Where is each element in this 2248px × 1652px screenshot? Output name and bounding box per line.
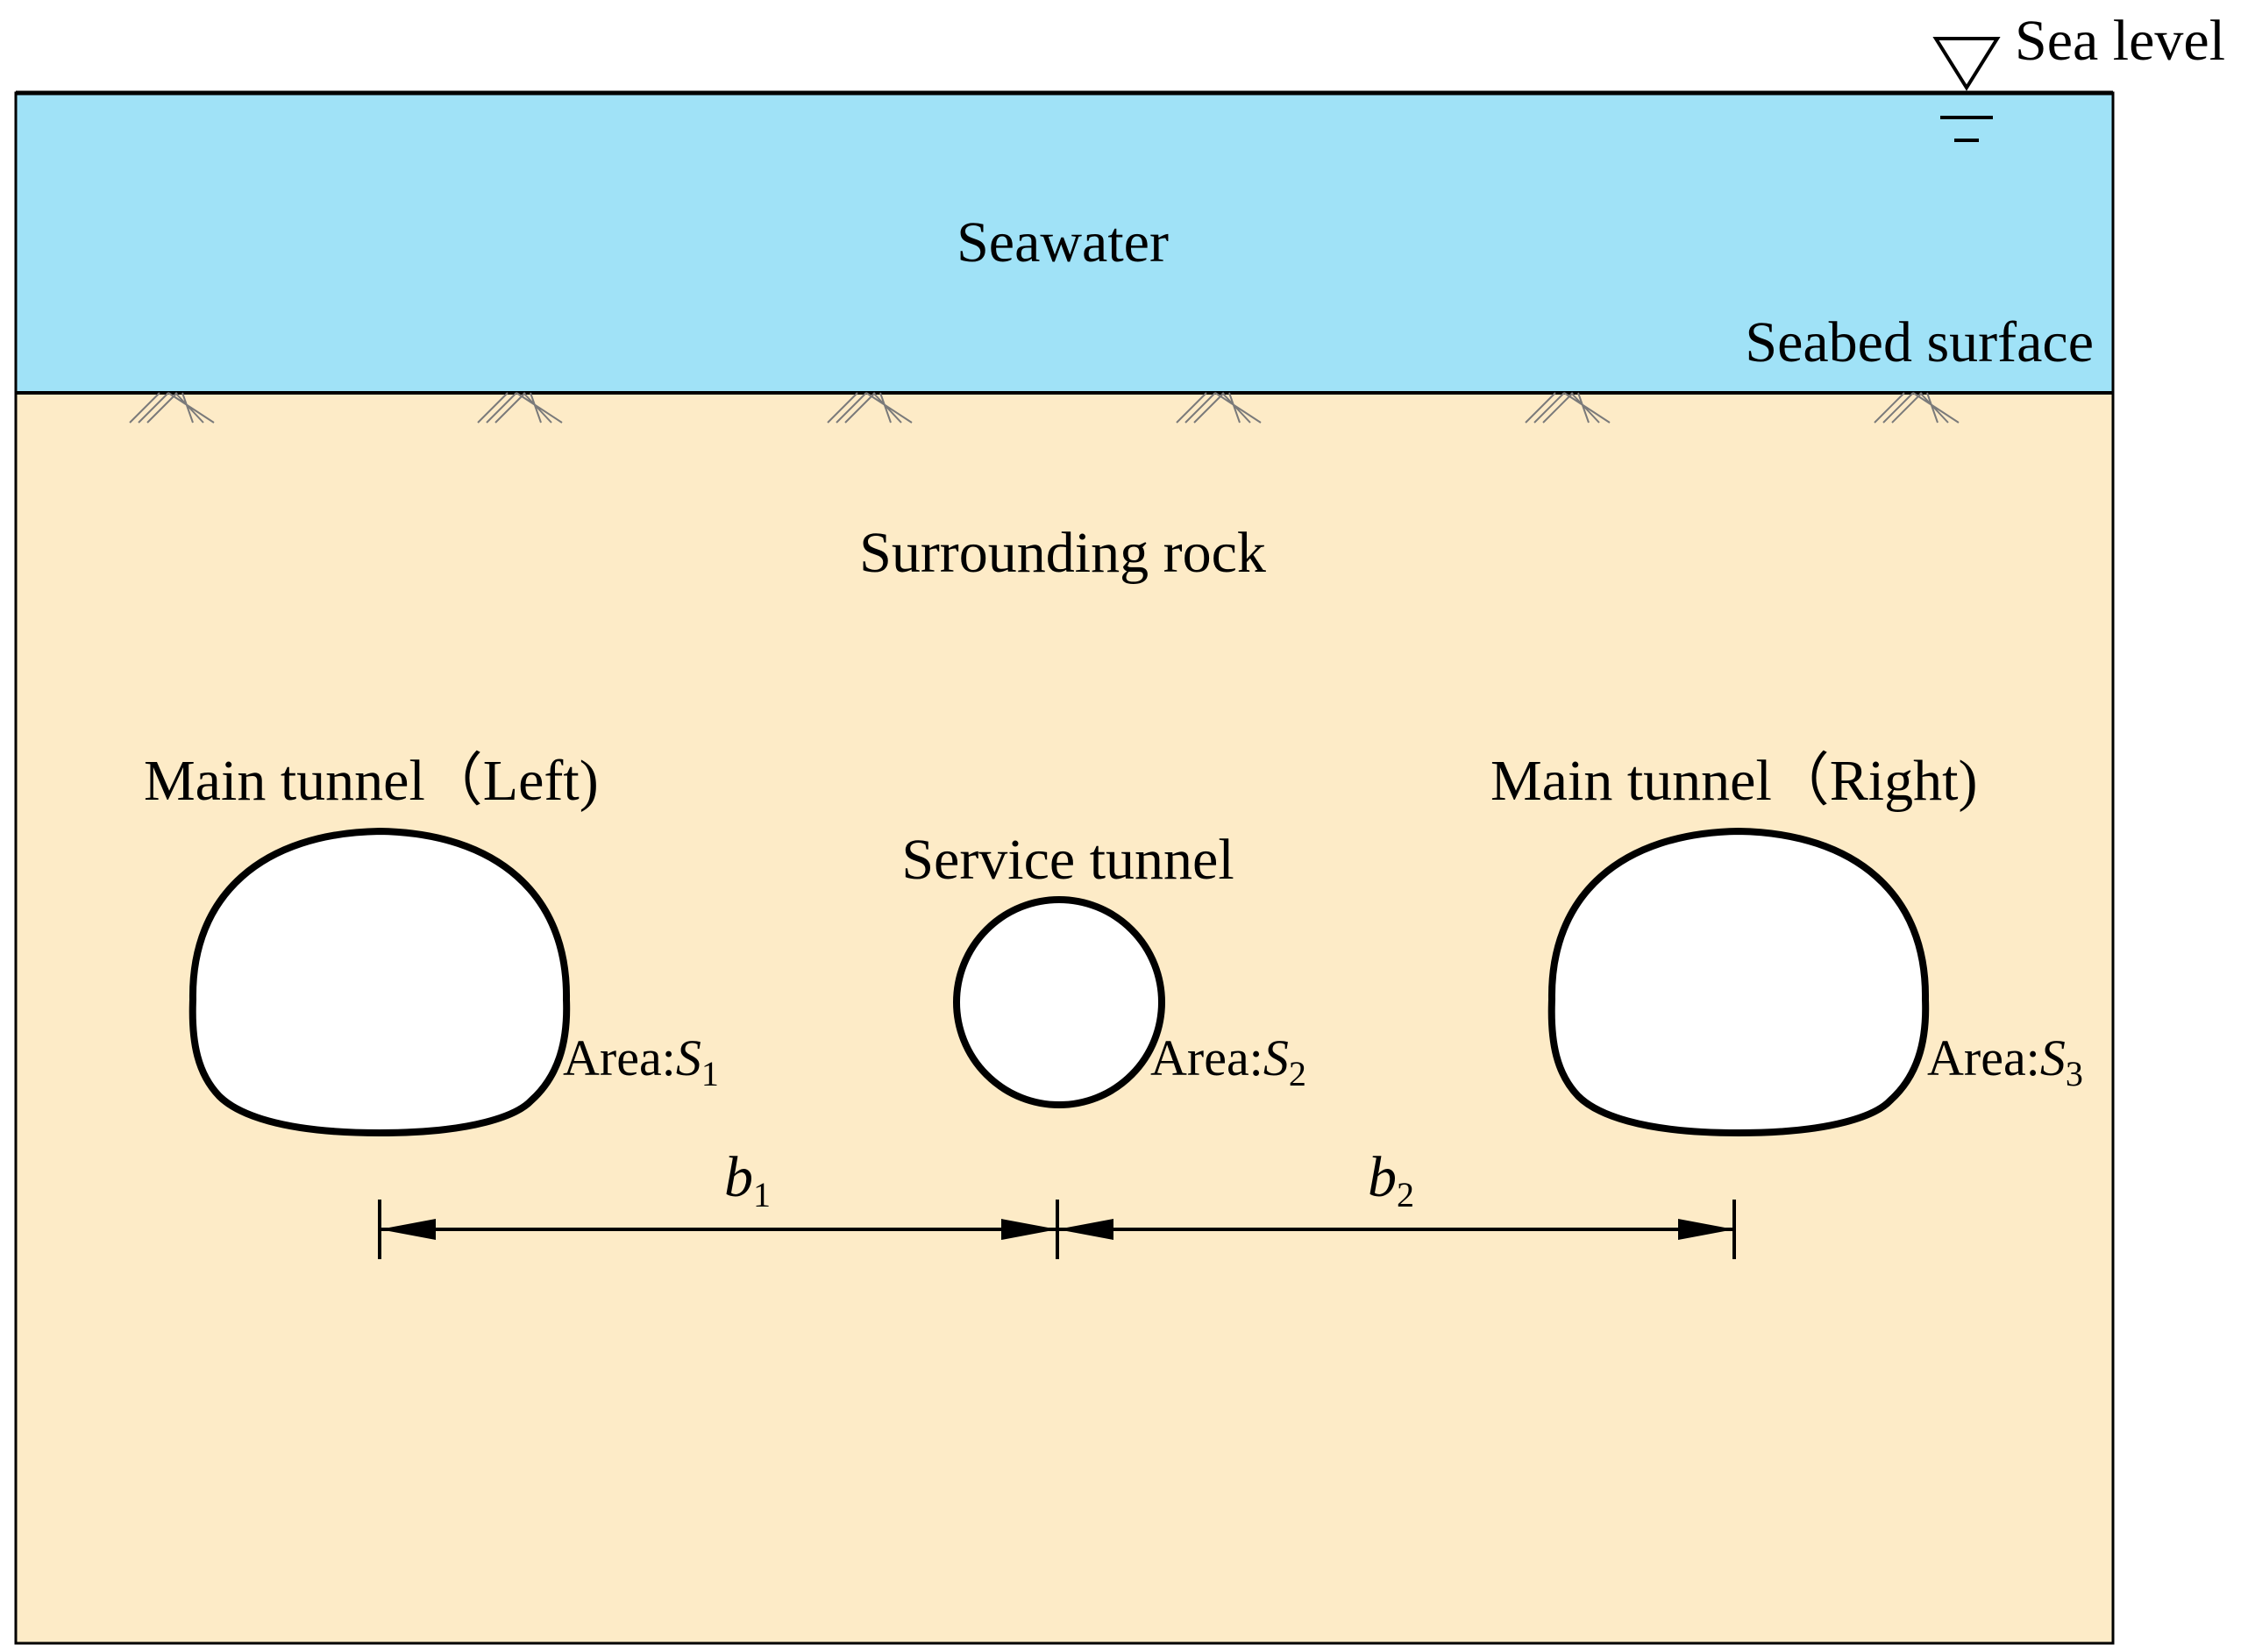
dimension-label-b1: b1 — [724, 1145, 771, 1214]
sea-level-label: Sea level — [2015, 9, 2225, 73]
main-tunnel-right-outline — [1547, 827, 1930, 1137]
area-label-s3: Area:S3 — [1927, 1029, 2083, 1093]
surrounding-rock-label: Surrounding rock — [859, 521, 1266, 585]
dimension-label-b2: b2 — [1368, 1145, 1414, 1214]
area-label-s1: Area:S1 — [563, 1029, 719, 1093]
main-tunnel-right-label: Main tunnel（Right) — [1490, 749, 1977, 813]
arrowhead-icon — [380, 1219, 436, 1240]
arrowhead-icon — [1678, 1219, 1734, 1240]
main-tunnel-left-label: Main tunnel（Left) — [144, 749, 599, 813]
arrowhead-icon — [1001, 1219, 1057, 1240]
seabed-surface-label: Seabed surface — [1745, 310, 2094, 374]
service-tunnel-outline — [953, 896, 1165, 1108]
main-tunnel-left-outline — [189, 827, 571, 1137]
dimension-lines — [378, 1200, 1736, 1259]
seawater-layer — [14, 91, 2115, 395]
area-label-s2: Area:S2 — [1150, 1029, 1306, 1093]
service-tunnel-label: Service tunnel — [901, 828, 1234, 892]
arrowhead-icon — [1057, 1219, 1113, 1240]
seabed-hatch-marks — [129, 392, 1960, 424]
seawater-label: Seawater — [957, 210, 1169, 274]
sea-level-symbol-icon — [1932, 37, 2001, 142]
